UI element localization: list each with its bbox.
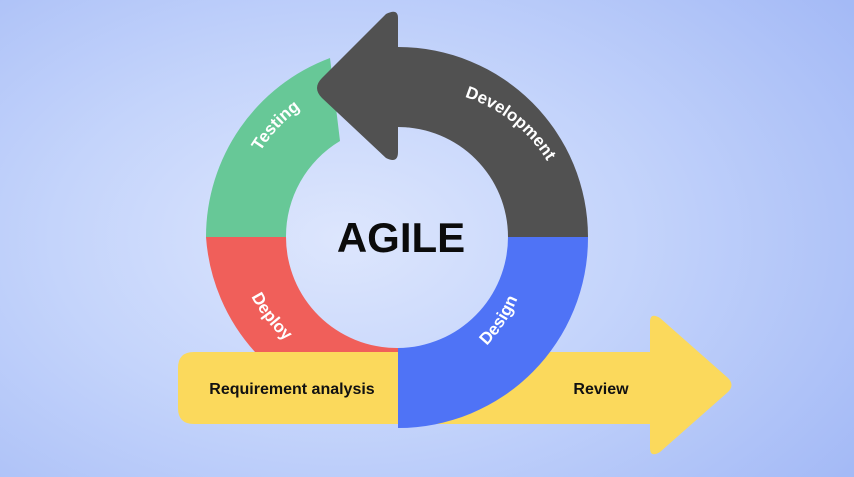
- review-label: Review: [573, 381, 629, 398]
- design-segment: [398, 237, 589, 428]
- requirement-analysis-label: Requirement analysis: [209, 381, 375, 398]
- center-title: AGILE: [337, 214, 465, 261]
- testing-segment: [205, 58, 340, 237]
- development-segment: [317, 11, 588, 237]
- deploy-segment: [206, 237, 398, 352]
